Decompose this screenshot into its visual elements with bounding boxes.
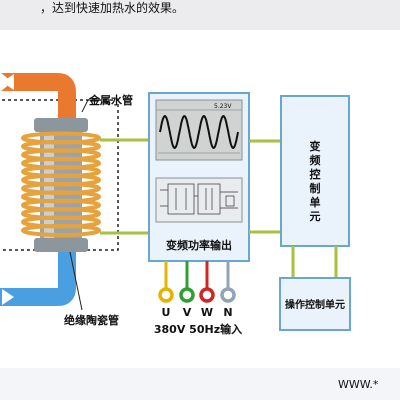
frequency-control-unit bbox=[280, 95, 350, 247]
metal-pipe-bottom-flange bbox=[34, 238, 88, 252]
schematic-traces bbox=[160, 183, 238, 215]
circuit-schematic bbox=[155, 177, 243, 223]
ceramic-pipe-leader bbox=[69, 251, 83, 311]
phase-terminal-u bbox=[158, 287, 174, 303]
scope-readout: 5.23V bbox=[214, 103, 232, 110]
power-output-label: 变频功率输出 bbox=[166, 238, 232, 252]
top-caption: ，达到快速加热水的效果。 bbox=[40, 0, 184, 15]
insulating-pipe-label: 绝缘陶瓷管 bbox=[64, 313, 119, 327]
operation-control-label: 操作控制单元 bbox=[285, 298, 345, 311]
phase-label-n: N bbox=[223, 306, 232, 319]
operation-control-unit bbox=[279, 277, 351, 331]
phase-label-u: U bbox=[162, 306, 171, 319]
phase-label-v: V bbox=[183, 306, 192, 319]
sine-waveform bbox=[159, 115, 239, 149]
metal-pipe-top-flange bbox=[34, 118, 88, 132]
phase-terminal-n bbox=[220, 287, 236, 303]
phase-terminal-w bbox=[199, 287, 215, 303]
cold-water-pipe bbox=[0, 240, 76, 306]
cold-water-flow-arrow-icon bbox=[2, 289, 14, 305]
coil-turn bbox=[21, 223, 101, 237]
hot-water-flow-arrow-icon bbox=[2, 74, 14, 90]
top-text-strip bbox=[0, 0, 400, 30]
phase-label-w: W bbox=[201, 306, 213, 319]
hot-water-pipe bbox=[0, 73, 76, 135]
phase-terminal-v bbox=[179, 287, 195, 303]
metal-pipe-label: 金属水管 bbox=[88, 93, 133, 107]
frequency-control-label: 变频控制单元 bbox=[310, 139, 321, 223]
input-caption: 380V 50Hz输入 bbox=[154, 322, 242, 336]
watermark: WWW.* bbox=[338, 378, 379, 391]
metal-pipe-leader bbox=[81, 99, 89, 113]
induction-coil bbox=[21, 131, 101, 237]
